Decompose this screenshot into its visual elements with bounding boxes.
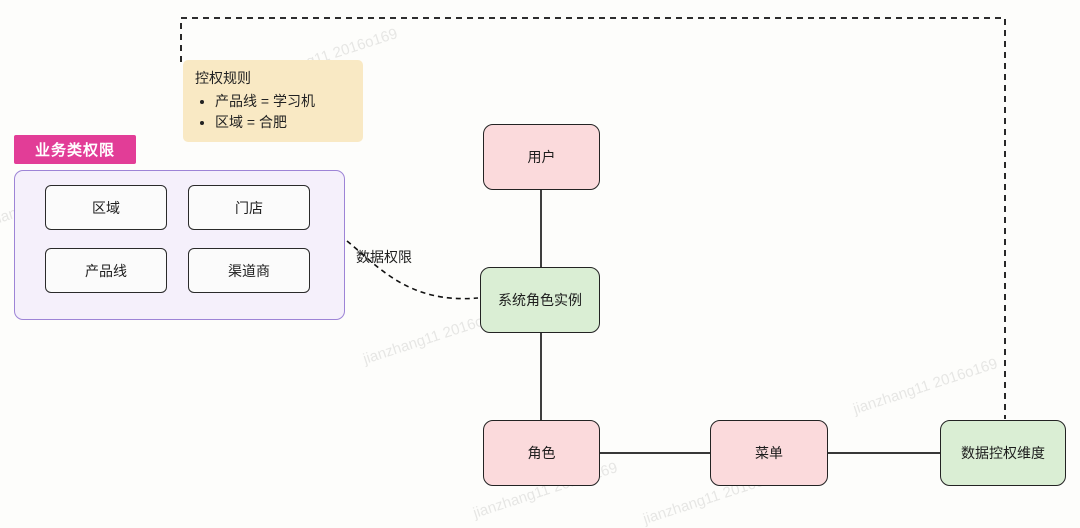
node-role: 角色 [483, 420, 600, 486]
node-menu: 菜单 [710, 420, 828, 486]
perm-item-region: 区域 [45, 185, 167, 230]
control-rules-title: 控权规则 [195, 70, 251, 86]
control-rule-item: 产品线 = 学习机 [215, 91, 353, 111]
business-permission-tag: 业务类权限 [14, 135, 136, 164]
node-system-role-instance: 系统角色实例 [480, 267, 600, 333]
perm-item-store: 门店 [188, 185, 310, 230]
control-rules-note: 控权规则 产品线 = 学习机 区域 = 合肥 [183, 60, 363, 142]
perm-item-product-line: 产品线 [45, 248, 167, 293]
node-data-control-dimension: 数据控权维度 [940, 420, 1066, 486]
data-permission-edge-label: 数据权限 [356, 249, 412, 265]
watermark-text: jianzhang11 2016o169 [851, 355, 1000, 418]
perm-item-channel: 渠道商 [188, 248, 310, 293]
node-user: 用户 [483, 124, 600, 190]
control-rule-item: 区域 = 合肥 [215, 112, 353, 132]
control-rules-list: 产品线 = 学习机 区域 = 合肥 [215, 91, 353, 132]
business-permission-group: 区域 门店 产品线 渠道商 [14, 170, 345, 320]
diagram-canvas: jianzhang11 2016o169 jianzhang11 2016o16… [0, 0, 1080, 506]
